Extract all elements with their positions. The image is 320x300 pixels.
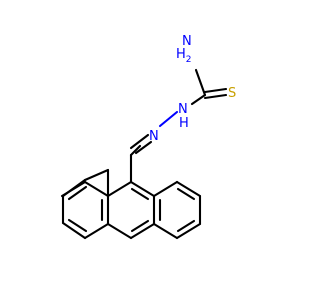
bond <box>106 222 133 240</box>
bond <box>60 180 87 198</box>
nh2-label: H2 <box>176 47 192 65</box>
sulfur-label: S <box>228 86 236 101</box>
double-bond-inner <box>67 218 88 233</box>
bond <box>129 133 150 150</box>
anthracene-middle-ring <box>106 180 156 240</box>
bond <box>175 222 202 240</box>
bond <box>129 180 156 198</box>
double-bond-inner <box>176 219 196 233</box>
methylidene-linkage <box>129 144 142 184</box>
bond <box>83 168 110 182</box>
bond <box>106 180 133 198</box>
double-bond-inner <box>67 185 88 201</box>
bond <box>152 222 179 240</box>
double-bond-inner <box>130 187 150 201</box>
imine-n-label: N <box>149 129 159 144</box>
bond <box>152 180 179 198</box>
bond <box>175 180 202 198</box>
nh-h-label: H <box>179 116 189 131</box>
bond <box>83 222 110 240</box>
bond <box>129 222 156 240</box>
anthracene-left-ring <box>61 168 110 240</box>
bond <box>134 140 153 155</box>
double-bond-inner <box>130 219 150 233</box>
bond <box>61 221 87 240</box>
bond <box>83 180 110 198</box>
bond <box>203 87 228 94</box>
structure-canvas: H2 N S N H N <box>60 34 236 240</box>
imine-double-bond <box>129 133 153 155</box>
bond-c-nh2 <box>194 68 207 97</box>
anthracene-right-ring <box>152 180 202 240</box>
molecule-diagram: H2 N S N H N <box>60 34 236 240</box>
bond-n-n <box>158 110 179 128</box>
nh2-n-label: N <box>182 34 192 49</box>
anthracene-left-outer <box>60 180 110 198</box>
bond <box>203 93 228 100</box>
bond <box>129 144 142 157</box>
nh-n-label: N <box>178 102 188 117</box>
double-bond-inner <box>176 187 196 201</box>
thione-double-bond <box>203 87 228 100</box>
bond-nh-c <box>190 93 207 106</box>
